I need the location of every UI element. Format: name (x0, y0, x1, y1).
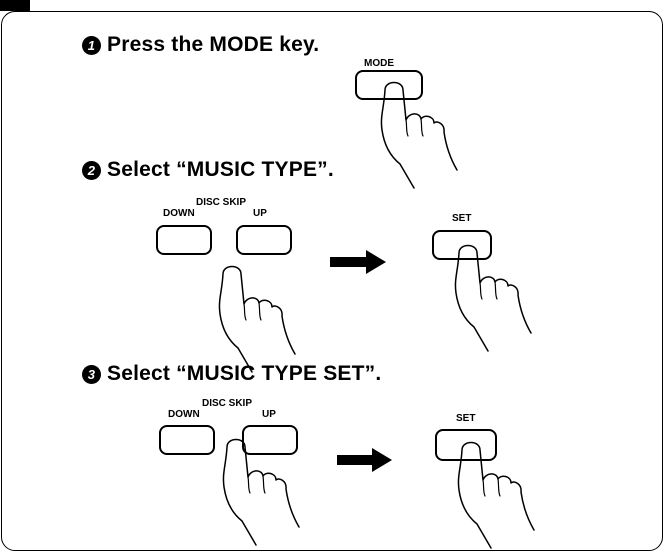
set-key-label-2: SET (452, 213, 472, 224)
down-key-label-3: DOWN (168, 409, 200, 420)
set-key-label-3: SET (456, 413, 476, 424)
step-2-number: 2 (82, 160, 101, 180)
right-arrow-icon (330, 250, 386, 274)
set-key-3 (435, 429, 497, 461)
step-3: 3 Select “MUSIC TYPE SET”. (82, 362, 381, 386)
up-key-2 (236, 225, 292, 255)
step-1: 1 Press the MODE key. (82, 33, 319, 57)
up-key-label-3: UP (262, 409, 276, 420)
disc-skip-label-3: DISC SKIP (202, 398, 253, 409)
section-tab-marker (0, 0, 30, 11)
disc-skip-label-2: DISC SKIP (196, 197, 247, 208)
step-1-number: 1 (82, 35, 101, 55)
down-key-2 (156, 225, 212, 255)
step-2: 2 Select “MUSIC TYPE”. (82, 158, 334, 182)
finger-press-icon (222, 438, 300, 546)
set-key-2 (432, 230, 492, 260)
up-key-label-2: UP (253, 208, 267, 219)
right-arrow-icon (337, 448, 392, 472)
step-1-text: Press the MODE key. (107, 33, 320, 56)
step-3-text: Select “MUSIC TYPE SET”. (107, 362, 382, 385)
step-3-number: 3 (82, 364, 101, 384)
finger-press-icon (218, 265, 296, 373)
mode-key (355, 70, 423, 100)
mode-key-label: MODE (364, 58, 394, 69)
up-key-3 (242, 425, 298, 455)
finger-press-icon (454, 244, 532, 352)
instruction-frame (1, 11, 663, 551)
down-key-label-2: DOWN (163, 208, 195, 219)
step-2-text: Select “MUSIC TYPE”. (107, 158, 334, 181)
down-key-3 (159, 425, 215, 455)
